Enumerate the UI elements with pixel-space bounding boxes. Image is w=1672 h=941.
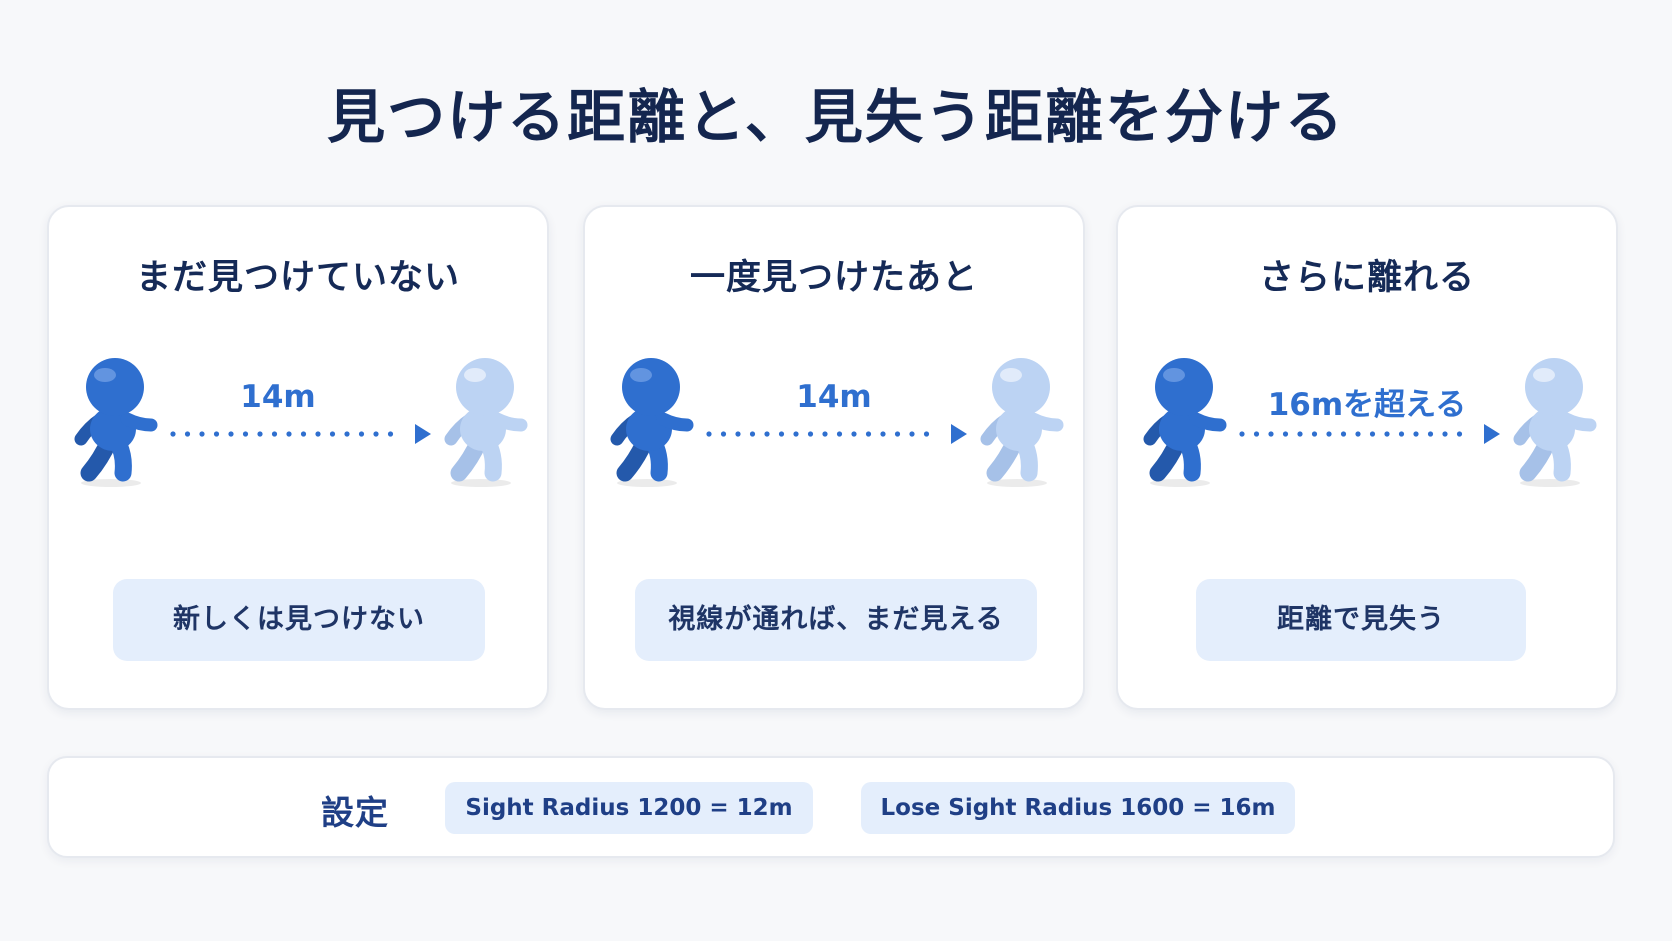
- settings-bar: 設定 Sight Radius 1200 = 12m Lose Sight Ra…: [47, 756, 1615, 858]
- panel-further-away: さらに離れる 16mを超える 距離で見失う: [1116, 205, 1618, 710]
- target-figure-icon: [977, 355, 1069, 489]
- result-box: 距離で見失う: [1196, 579, 1526, 661]
- target-figure-icon: [1510, 355, 1602, 489]
- panel-not-found-yet: まだ見つけていない 14m 新しくは見つけない: [47, 205, 549, 710]
- seeker-figure-icon: [607, 355, 699, 489]
- panel-after-found: 一度見つけたあと 14m 視線が通れば、まだ見える: [583, 205, 1085, 710]
- page-title: 見つける距離と、見失う距離を分ける: [327, 83, 1345, 151]
- settings-label: 設定: [321, 793, 389, 832]
- dotted-arrow-icon: [1238, 421, 1503, 447]
- dotted-arrow-icon: [169, 421, 434, 447]
- distance-label: 16mを超える: [1267, 387, 1467, 423]
- panel-title: 一度見つけたあと: [689, 258, 978, 298]
- result-box: 新しくは見つけない: [113, 579, 485, 661]
- target-figure-icon: [441, 355, 533, 489]
- panel-title: まだ見つけていない: [135, 258, 460, 298]
- distance-label: 14m: [796, 379, 872, 415]
- seeker-figure-icon: [71, 355, 163, 489]
- panel-title: さらに離れる: [1258, 258, 1475, 298]
- distance-label: 14m: [240, 379, 316, 415]
- result-box: 視線が通れば、まだ見える: [635, 579, 1037, 661]
- sight-radius-pill: Sight Radius 1200 = 12m: [445, 782, 813, 834]
- lose-sight-radius-pill: Lose Sight Radius 1600 = 16m: [861, 782, 1295, 834]
- dotted-arrow-icon: [705, 421, 970, 447]
- seeker-figure-icon: [1140, 355, 1232, 489]
